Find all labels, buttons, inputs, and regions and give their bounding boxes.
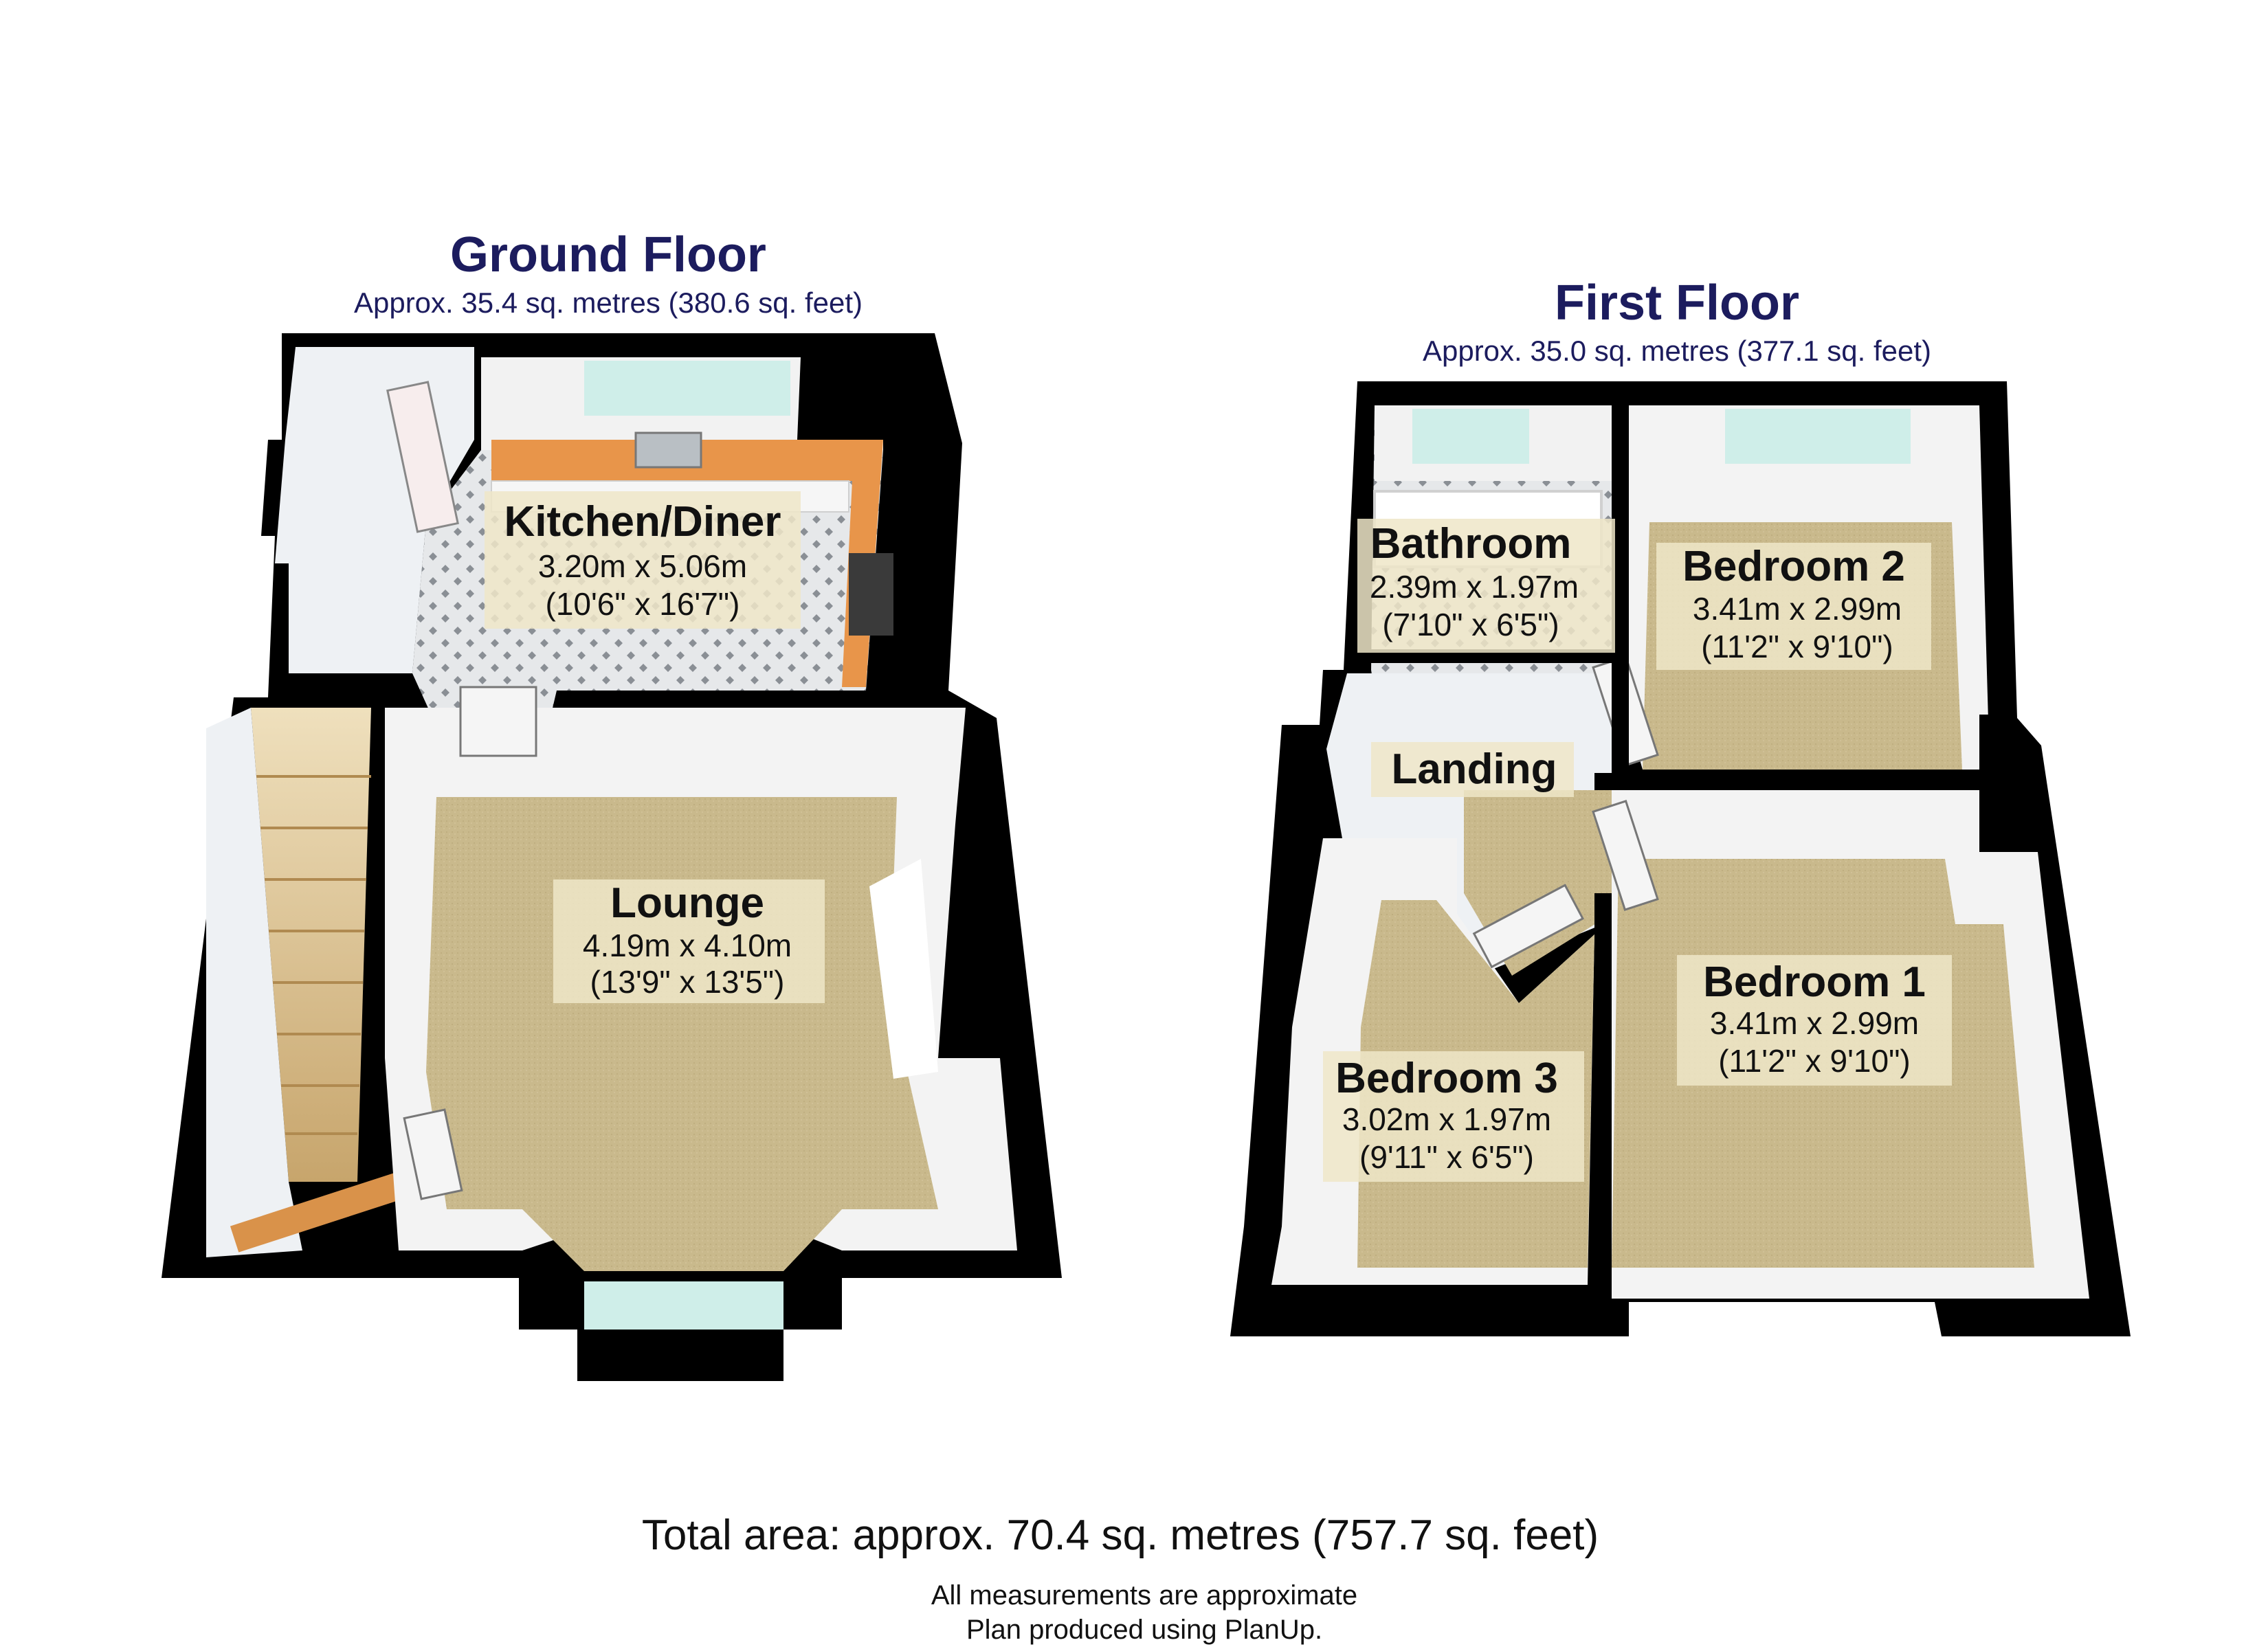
kitchen-imperial: (10'6" x 16'7") (546, 586, 740, 622)
first-floor-area: Approx. 35.0 sq. metres (377.1 sq. feet) (1423, 335, 1931, 367)
bathroom-metric: 2.39m x 1.97m (1370, 569, 1579, 605)
kitchen-name: Kitchen/Diner (504, 498, 781, 546)
lounge-metric: 4.19m x 4.10m (583, 928, 792, 963)
measurement-note: All measurements are approximate (931, 1580, 1357, 1611)
bedroom-2-window (1725, 409, 1911, 464)
bathroom-imperial: (7'10" x 6'5") (1382, 607, 1559, 642)
bedroom-1-metric: 3.41m x 2.99m (1710, 1005, 1919, 1041)
kitchen-metric: 3.20m x 5.06m (538, 548, 747, 584)
lounge-imperial: (13'9" x 13'5") (590, 964, 785, 1000)
bedroom-2-metric: 3.41m x 2.99m (1693, 591, 1902, 627)
bedroom-3-door (1472, 884, 1584, 969)
lounge-label: Lounge 4.19m x 4.10m (13'9" x 13'5") (553, 879, 825, 1003)
lounge-door (403, 1108, 463, 1200)
first-floor-title: First Floor (1555, 276, 1799, 330)
lounge-name: Lounge (610, 879, 764, 927)
bathroom-window (1412, 409, 1529, 464)
ground-floor-plan (162, 333, 1062, 1381)
footer: Total area: approx. 70.4 sq. metres (757… (642, 1512, 1599, 1645)
bathroom-label: Bathroom 2.39m x 1.97m (7'10" x 6'5") (1357, 519, 1615, 653)
total-area: Total area: approx. 70.4 sq. metres (757… (642, 1512, 1599, 1559)
ground-floor-header: Ground Floor Approx. 35.4 sq. metres (38… (354, 227, 863, 319)
kitchen-sink (634, 431, 702, 469)
landing-label: Landing (1371, 742, 1574, 797)
internal-wall-landing-bed1 (1594, 773, 1990, 790)
bedroom-1-door (1592, 800, 1659, 911)
bay-window (584, 1281, 783, 1330)
lounge-chimney-breast (869, 859, 938, 1079)
bedroom-1-imperial: (11'2" x 9'10") (1718, 1043, 1911, 1079)
kitchen-lounge-door (459, 686, 537, 757)
bedroom-2-imperial: (11'2" x 9'10") (1701, 629, 1893, 664)
lounge-carpet (426, 797, 938, 1271)
bedroom-2-label: Bedroom 2 3.41m x 2.99m (11'2" x 9'10") (1656, 543, 1931, 670)
landing-name: Landing (1391, 745, 1557, 793)
bedroom-1-name: Bedroom 1 (1703, 958, 1926, 1006)
bedroom-2-name: Bedroom 2 (1682, 543, 1905, 590)
ground-floor-area: Approx. 35.4 sq. metres (380.6 sq. feet) (354, 287, 863, 319)
bedroom-3-imperial: (9'11" x 6'5") (1359, 1139, 1534, 1175)
bedroom-1-label: Bedroom 1 3.41m x 2.99m (11'2" x 9'10") (1677, 955, 1952, 1086)
kitchen-hob (849, 553, 893, 636)
kitchen-worktop (491, 440, 883, 687)
first-floor-header: First Floor Approx. 35.0 sq. metres (377… (1423, 276, 1931, 367)
front-door (230, 1173, 403, 1253)
bedroom-3-label: Bedroom 3 3.02m x 1.97m (9'11" x 6'5") (1323, 1051, 1584, 1182)
kitchen-label: Kitchen/Diner 3.20m x 5.06m (10'6" x 16'… (485, 491, 801, 629)
staircase (251, 708, 371, 1182)
bedroom-3-name: Bedroom 3 (1335, 1055, 1558, 1102)
bathroom-name: Bathroom (1370, 520, 1572, 568)
internal-wall-bed2-right (1979, 715, 2000, 852)
store-door (386, 381, 459, 533)
kitchen-window (584, 361, 790, 416)
planup-credit: Plan produced using PlanUp. (966, 1615, 1322, 1645)
ground-floor-title: Ground Floor (450, 227, 766, 282)
stair-treads (251, 775, 371, 1135)
hallway-wall (206, 708, 302, 1257)
internal-wall-bed3-bed1 (1594, 893, 1612, 1305)
bedroom-3-metric: 3.02m x 1.97m (1342, 1101, 1551, 1137)
